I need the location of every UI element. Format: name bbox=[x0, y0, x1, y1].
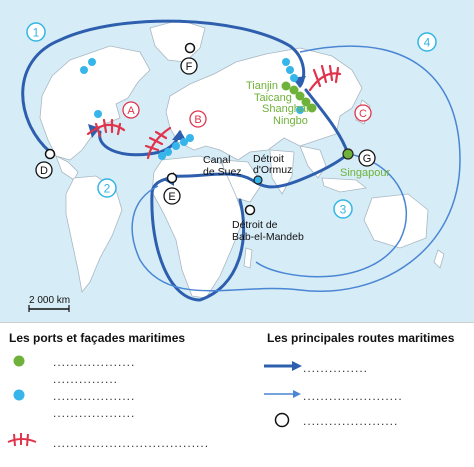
facade-hatch-europe bbox=[144, 126, 172, 160]
port-blue bbox=[296, 106, 304, 114]
port-blue bbox=[290, 74, 298, 82]
port-ningbo-label: Ningbo bbox=[273, 115, 308, 127]
suez-label-line2: de Suez bbox=[203, 166, 242, 178]
world-map: 1 2 3 4 A B C D E F G Tianjin Taicang Sh… bbox=[0, 0, 474, 322]
legend-green-line2: ............... bbox=[53, 372, 119, 386]
passage-circles bbox=[44, 42, 256, 216]
scale-label: 2 000 km bbox=[29, 295, 70, 306]
ormuz-label-line2: d'Ormuz bbox=[253, 164, 292, 176]
port-green bbox=[342, 148, 354, 160]
route-north-pacific bbox=[21, 19, 306, 154]
passage-bering bbox=[184, 42, 196, 54]
port-green bbox=[307, 103, 317, 113]
route-singapore-north bbox=[304, 88, 350, 156]
port-green bbox=[281, 81, 291, 91]
green-ports bbox=[281, 81, 354, 160]
facade-c-label: C bbox=[359, 108, 367, 120]
port-blue bbox=[164, 148, 172, 156]
zone-2-label: 2 bbox=[104, 182, 111, 196]
australia bbox=[363, 193, 429, 249]
zone-3-label: 3 bbox=[340, 203, 347, 217]
port-blue bbox=[172, 142, 180, 150]
port-green bbox=[295, 91, 305, 101]
facade-hatches bbox=[86, 64, 342, 160]
ormuz-label-line1: Détroit bbox=[253, 153, 284, 165]
facade-markers: A B C bbox=[122, 101, 372, 128]
eurasia bbox=[165, 47, 363, 161]
waypoint-markers: D E F G bbox=[35, 57, 376, 205]
port-blue bbox=[253, 175, 263, 185]
port-green bbox=[301, 97, 311, 107]
passage-gibraltar bbox=[166, 172, 178, 184]
port-singapour-label: Singapour bbox=[340, 167, 390, 179]
scale-bar: 2 000 km bbox=[28, 295, 70, 312]
port-blue bbox=[94, 110, 102, 118]
legend-green-dot bbox=[13, 355, 25, 367]
route-wide-loop bbox=[131, 45, 461, 292]
port-blue bbox=[186, 134, 194, 142]
port-blue bbox=[180, 138, 188, 146]
facade-hatch-north-america bbox=[86, 118, 126, 138]
new-zealand bbox=[433, 249, 445, 269]
suez-label-line1: Canal bbox=[203, 154, 230, 166]
route-singapore-loop bbox=[255, 153, 407, 278]
blue-ports bbox=[80, 58, 304, 185]
bab-label-line2: Bab-el-Mandeb bbox=[232, 231, 304, 243]
port-blue bbox=[158, 152, 166, 160]
legend-red-line1: .................................... bbox=[53, 436, 210, 450]
port-tianjin-label: Tianjin bbox=[246, 80, 278, 92]
port-blue bbox=[80, 66, 88, 74]
legend-main-route-text: ............... bbox=[303, 361, 369, 375]
legend-checkpoint-circle bbox=[274, 412, 290, 428]
legend-main-route-arrow bbox=[264, 361, 302, 371]
facade-a-label: A bbox=[127, 105, 135, 117]
port-green bbox=[289, 85, 299, 95]
port-blue bbox=[282, 58, 290, 66]
legend-divider bbox=[0, 322, 474, 323]
passage-bab-el-mandeb bbox=[244, 204, 256, 216]
facade-hatch-asia bbox=[308, 64, 342, 92]
port-labels: Tianjin Taicang Shanghai Ningbo Singapou… bbox=[246, 80, 390, 179]
route-cape bbox=[150, 176, 246, 302]
port-blue bbox=[286, 66, 294, 74]
port-taicang-label: Taicang bbox=[254, 92, 292, 104]
legend-red-hatch bbox=[7, 433, 37, 447]
legend-secondary-route-arrow bbox=[264, 390, 301, 398]
waypoint-f-label: F bbox=[186, 61, 193, 73]
arrowhead bbox=[172, 130, 186, 140]
zone-1-label: 1 bbox=[33, 26, 40, 40]
strait-labels: Canal de Suez Détroit d'Ormuz Détroit de… bbox=[203, 153, 304, 243]
secondary-routes bbox=[131, 45, 461, 292]
madagascar bbox=[243, 247, 253, 269]
legend-routes-title: Les principales routes maritimes bbox=[267, 331, 455, 345]
legend-blue-dot bbox=[13, 389, 25, 401]
legend-checkpoint-text: ...................... bbox=[303, 414, 399, 428]
route-suez-asia bbox=[170, 152, 350, 189]
zone-markers: 1 2 3 4 bbox=[26, 22, 437, 219]
central-america bbox=[55, 155, 79, 181]
waypoint-d-label: D bbox=[40, 165, 48, 177]
passage-panama bbox=[44, 148, 56, 160]
legend-green-line1: ................... bbox=[53, 355, 136, 369]
legend-secondary-route-text: ....................... bbox=[303, 389, 403, 403]
port-shanghai-label: Shanghai bbox=[262, 103, 309, 115]
waypoint-g-label: G bbox=[363, 153, 372, 165]
zone-4-label: 4 bbox=[424, 36, 431, 50]
indonesia bbox=[321, 177, 367, 193]
legend-ports-title: Les ports et façades maritimes bbox=[9, 331, 186, 345]
facade-b-label: B bbox=[194, 114, 201, 126]
bab-label-line1: Détroit de bbox=[232, 219, 278, 231]
waypoint-e-label: E bbox=[168, 191, 175, 203]
port-blue bbox=[88, 58, 96, 66]
legend-blue-line1: ................... bbox=[53, 389, 136, 403]
legend-blue-line2: ................... bbox=[53, 406, 136, 420]
